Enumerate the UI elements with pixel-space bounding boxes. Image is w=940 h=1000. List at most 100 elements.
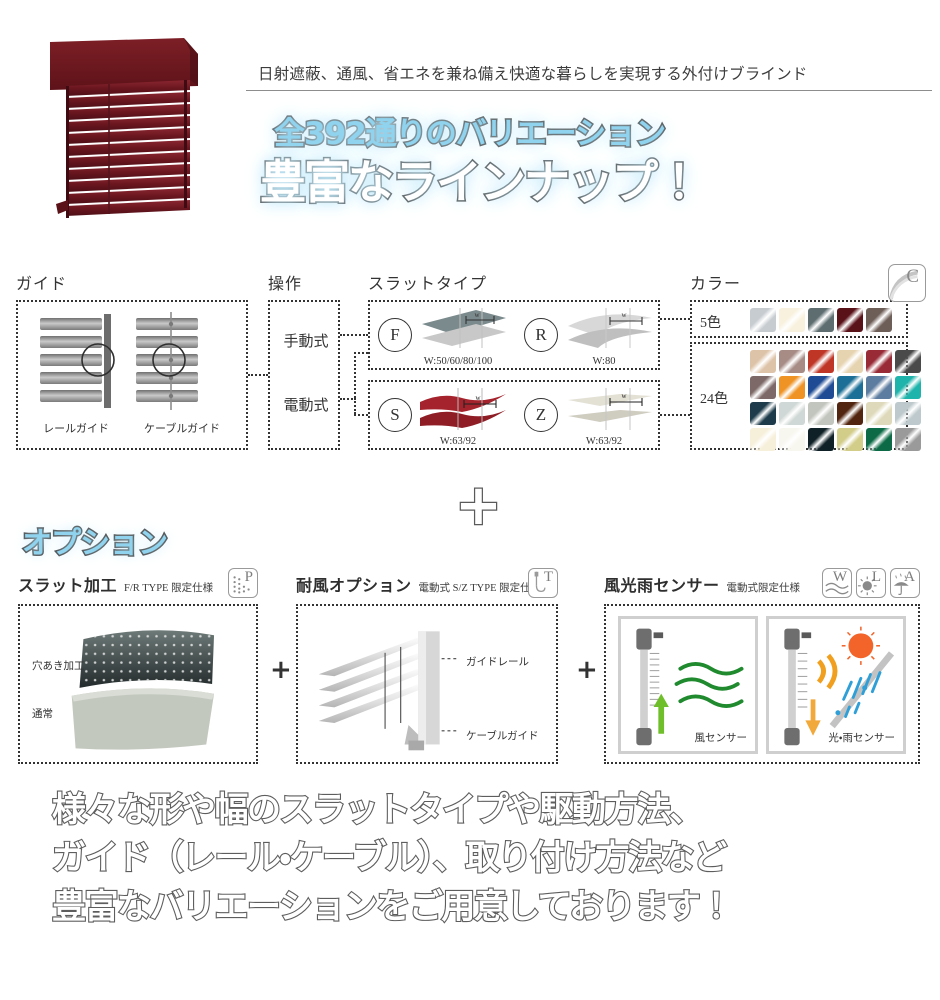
guide-caption-cable: ケーブルガイド xyxy=(143,423,220,435)
connector-vertical-link-2 xyxy=(354,398,356,414)
option1-illustration xyxy=(71,630,215,750)
footer-line-2: ガイド（レール・ケーブル）、取り付け方法など xyxy=(51,837,728,879)
color-group-24: 24色 xyxy=(690,342,921,451)
option1-label-perforated: 穴あき加工 xyxy=(32,661,85,672)
slat-badge-f: F xyxy=(378,318,412,352)
swatch-grid-24 xyxy=(750,350,921,451)
swatch-grid-5 xyxy=(750,308,892,332)
option-wind-resistance: 耐風オプション 電動式 S/Z TYPE 限定仕様 T xyxy=(296,568,558,764)
sensor-caption-light-rain: 光・雨センサー xyxy=(828,733,895,744)
operation-column-label: 操作 xyxy=(268,276,303,293)
operation-item-electric: 電動式 xyxy=(283,397,329,414)
option2-badges: T xyxy=(528,568,558,598)
option-slat-processing: スラット加工 F/R TYPE 限定仕様 P xyxy=(18,568,258,764)
c-badge-slat-icon xyxy=(889,270,918,300)
slat-badge-z: Z xyxy=(524,398,558,432)
guide-illustration xyxy=(40,312,198,410)
connector-manual-slat-top xyxy=(340,334,368,336)
option2-sub: 電動式 S/Z TYPE 限定仕様 xyxy=(418,583,542,594)
option1-badges: P xyxy=(228,568,258,598)
umbrella-rain-icon xyxy=(893,573,909,596)
badge-l-letter: L xyxy=(871,569,881,585)
option3-badges: W L xyxy=(822,568,920,598)
header-section: 日射遮蔽、通風、省エネを兼ね備え快適な暮らしを実現する外付けブラインド 全392… xyxy=(0,0,940,258)
badge-p-icon: P xyxy=(228,568,258,598)
slat-group-manual: F w W:50/60/80/100 R xyxy=(368,300,660,370)
slat-illustration-s: w xyxy=(420,388,506,430)
cable-hook-icon xyxy=(534,571,546,593)
color-count-5: 5色 xyxy=(700,316,721,331)
color-swatch-5-2 xyxy=(779,308,805,332)
color-swatch-24-9 xyxy=(808,376,834,399)
badge-w-icon: W xyxy=(822,568,852,598)
color-swatch-24-7 xyxy=(750,376,776,399)
option2-body: ガイドレール ケーブルガイド xyxy=(296,604,558,764)
slat-group-electric: S w W:63/92 Z w xyxy=(368,380,660,450)
svg-text:w: w xyxy=(475,394,481,402)
color-swatch-24-5 xyxy=(866,350,892,373)
color-swatch-5-1 xyxy=(750,308,776,332)
slat-cell-z: Z w W:63/92 xyxy=(516,382,662,448)
option2-illustration xyxy=(318,631,460,751)
color-swatch-24-21 xyxy=(808,428,834,451)
sun-icon xyxy=(857,576,877,596)
option3-body: 風センサー xyxy=(604,604,920,764)
svg-text:w: w xyxy=(621,392,627,400)
footer-line-3: 豊富なバリエーションをご用意しております！ xyxy=(51,885,734,927)
color-swatch-24-24 xyxy=(895,428,921,451)
color-swatch-24-6 xyxy=(895,350,921,373)
slat-cell-f: F w W:50/60/80/100 xyxy=(370,302,516,368)
light-rain-sensor-illustration xyxy=(784,626,895,746)
slat-width-r: W:80 xyxy=(592,356,616,367)
wind-waves-icon xyxy=(825,582,849,595)
slat-illustration-f: w xyxy=(422,308,506,348)
perforation-dots-icon xyxy=(233,576,250,594)
guide-caption-rail: レールガイド xyxy=(43,423,109,435)
option3-header: 風光雨センサー 電動式限定仕様 W xyxy=(604,568,920,602)
color-swatch-24-8 xyxy=(779,376,805,399)
badge-a-icon: A xyxy=(890,568,920,598)
svg-text:w: w xyxy=(621,311,627,319)
slat-column-label: スラットタイプ xyxy=(368,276,488,293)
header-tagline: 日射遮蔽、通風、省エネを兼ね備え快適な暮らしを実現する外付けブラインド xyxy=(258,66,808,83)
color-badge-c: C xyxy=(888,264,926,302)
badge-a-letter: A xyxy=(904,569,915,585)
badge-l-icon: L xyxy=(856,568,886,598)
color-swatch-24-12 xyxy=(895,376,921,399)
c-badge-letter: C xyxy=(906,266,919,287)
option2-label-guide-rail: ガイドレール xyxy=(466,657,529,668)
color-column-label: カラー xyxy=(690,276,742,293)
section-plus-symbol: + xyxy=(454,473,503,538)
slat-badge-s: S xyxy=(378,398,412,432)
color-swatch-24-16 xyxy=(837,402,863,425)
option1-body: 穴あき加工 通常 xyxy=(18,604,258,764)
connector-slat-top-b xyxy=(354,352,368,354)
color-swatch-24-3 xyxy=(808,350,834,373)
option3-name: 風光雨センサー xyxy=(604,578,720,595)
option-plus-2: + xyxy=(576,655,598,685)
color-group-5: 5色 xyxy=(690,300,908,338)
sensor-caption-wind: 風センサー xyxy=(694,733,748,744)
color-swatch-5-5 xyxy=(866,308,892,332)
connector-electric-slat-bot-a xyxy=(340,398,356,400)
color-swatch-24-22 xyxy=(837,428,863,451)
slat-cell-r: R w W:80 xyxy=(516,302,662,368)
option2-header: 耐風オプション 電動式 S/Z TYPE 限定仕様 T xyxy=(296,568,558,602)
guide-box: レールガイド ケーブルガイド xyxy=(16,300,248,450)
badge-p-letter: P xyxy=(244,569,253,585)
color-swatch-24-1 xyxy=(750,350,776,373)
color-swatch-24-17 xyxy=(866,402,892,425)
slat-badge-r: R xyxy=(524,318,558,352)
option-plus-1: + xyxy=(270,655,292,685)
color-swatch-24-11 xyxy=(866,376,892,399)
badge-t-icon: T xyxy=(528,568,558,598)
badge-t-letter: T xyxy=(543,569,553,585)
color-swatch-24-19 xyxy=(750,428,776,451)
headline-primary: 全392通りのバリエーション xyxy=(272,115,667,154)
footer-line-1: 様々な形や幅のスラットタイプや駆動方法、 xyxy=(51,789,705,831)
slat-width-s: W:63/92 xyxy=(439,436,477,447)
connector-vertical-link xyxy=(354,352,356,398)
slat-width-f: W:50/60/80/100 xyxy=(423,356,493,367)
slat-cell-s: S w W:63/92 xyxy=(370,382,516,448)
option1-label-standard: 通常 xyxy=(32,709,53,720)
